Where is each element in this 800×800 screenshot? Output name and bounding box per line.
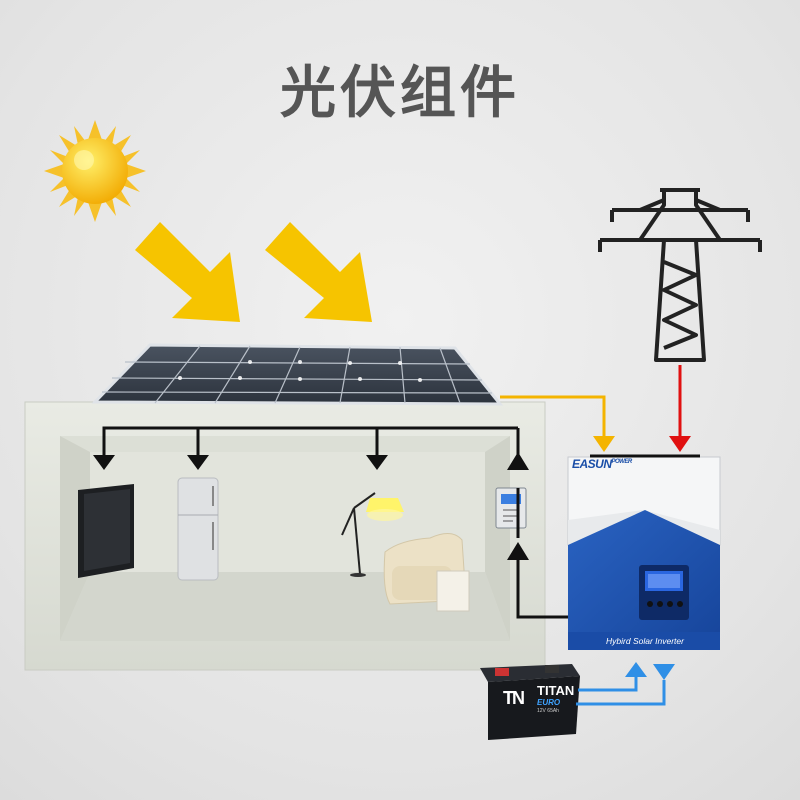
battery-sub: EURO bbox=[537, 698, 561, 707]
floor-lamp-icon bbox=[341, 492, 404, 577]
battery-lines bbox=[576, 676, 666, 706]
diagram-title: 光伏组件 bbox=[280, 61, 520, 126]
meter-icon bbox=[495, 487, 527, 529]
pylon-icon bbox=[598, 188, 762, 362]
ac-arrows bbox=[93, 452, 529, 560]
sun-icon bbox=[44, 120, 146, 222]
solar-panel-icon bbox=[91, 343, 504, 406]
battery-icon bbox=[480, 664, 580, 740]
battery-logo: TN bbox=[503, 688, 525, 708]
tv-icon bbox=[78, 484, 134, 578]
inverter-label: Hybird Solar Inverter bbox=[606, 636, 684, 646]
inverter-display bbox=[639, 565, 689, 620]
sofa-icon bbox=[383, 533, 470, 612]
pv-line bbox=[500, 395, 615, 452]
sunlight-arrow-left bbox=[135, 222, 240, 322]
inverter bbox=[567, 456, 721, 650]
battery-arrows bbox=[625, 662, 675, 680]
grid-line bbox=[669, 365, 691, 452]
battery-brand: TITAN bbox=[537, 683, 575, 698]
inverter-brand: EASUNPOWER bbox=[572, 457, 632, 471]
battery-spec: 12V 65Ah bbox=[537, 708, 559, 714]
sunlight-arrow-right bbox=[265, 222, 372, 322]
fridge-icon bbox=[177, 477, 219, 581]
